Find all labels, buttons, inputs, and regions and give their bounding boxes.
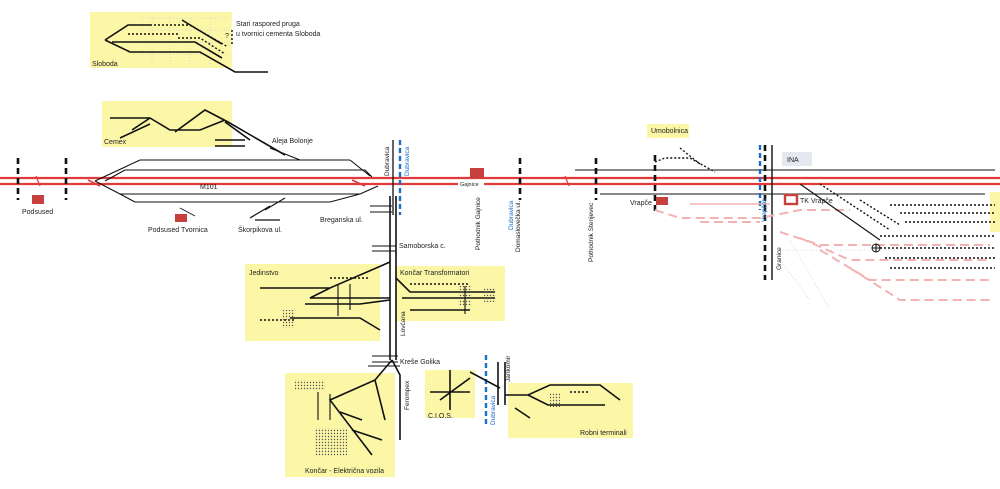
label-ina: INA (787, 157, 799, 164)
koncar-transformatori-yard (395, 277, 496, 314)
cemex-yard (110, 109, 286, 156)
label-robni-terminali: Robni terminali (580, 430, 627, 437)
cios-yard (430, 370, 471, 410)
southern-branch (368, 196, 401, 440)
label-umobolnica: Umobolnica (651, 128, 688, 135)
label-koncar-transformatori: Končar Transformatori (400, 270, 470, 277)
label-m101: M101 (200, 184, 218, 191)
zone-koncar-elektricna (285, 373, 395, 477)
robni-terminali-yard (469, 362, 621, 419)
label-podsused: Podsused (22, 209, 53, 216)
label-cios: C.I.O.S. (428, 413, 453, 420)
label-vrapce: Vrapče (630, 200, 652, 207)
label-dubravica-3: Dubravica (490, 395, 497, 425)
stations (32, 168, 799, 222)
main-line-m101 (0, 147, 1000, 221)
labels: Sloboda Stari raspored pruga u tvornici … (22, 21, 833, 475)
label-tk-vrapce: TK Vrapče (800, 198, 833, 205)
label-skorpikova: Škorpikova ul. (238, 225, 282, 234)
label-breganska: Breganska ul. (320, 217, 363, 224)
label-gajnice: Gajnice (460, 182, 479, 188)
vrapce-yard-sidings (799, 183, 995, 269)
label-question: ? (225, 33, 229, 40)
label-podsused-tvornica: Podsused Tvornica (148, 227, 208, 234)
zone-ina (782, 152, 812, 166)
loading-area-elektricna-b (315, 428, 347, 456)
label-granice: Granice (776, 247, 783, 270)
loading-area-robni (550, 393, 560, 407)
label-domaslovecka: Domaslovečka ul. (515, 201, 522, 252)
zone-right-edge (990, 192, 1000, 232)
loading-area-jedinstvo (283, 310, 295, 328)
label-jedinstvo: Jedinstvo (249, 270, 279, 277)
station-podsused-tvornica (175, 214, 187, 222)
label-krese-golika: Kreše Golika (400, 359, 440, 366)
station-podsused (32, 195, 44, 204)
jedinstvo-yard (260, 261, 391, 331)
label-aleja-bolonje: Aleja Bolonje (272, 138, 313, 145)
zone-sloboda (90, 12, 232, 68)
koncar-elektricna-yard (295, 379, 386, 456)
loading-area-elektricna-a (295, 380, 325, 390)
label-samoborska: Samoborska c. (399, 243, 446, 250)
label-dubravica-2: Dubravica (508, 200, 515, 230)
label-sloboda-note-2: u tvornici cementa Sloboda (236, 31, 321, 38)
label-dubravica-1: Dubravica (384, 146, 391, 176)
label-lovcana: Lovćana (400, 311, 407, 336)
label-dubravica-1b: Dubravica (404, 146, 411, 176)
station-gajnice (470, 168, 484, 178)
label-pothodnik-stenjevec: Pothodnik Stenjevec (588, 202, 595, 262)
sloboda-yard (104, 17, 268, 73)
zone-cemex (102, 101, 232, 147)
signal-markers (16, 140, 773, 425)
label-pothodnik-gajnice: Pothodnik Gajnice (475, 197, 482, 250)
station-tk-vrapce (783, 193, 799, 206)
label-koncar-elektricna: Končar - Električna vozila (305, 468, 384, 475)
station-vrapce (656, 197, 668, 205)
planned-tracks (654, 203, 990, 311)
label-ferompex: Ferompex (404, 380, 411, 410)
loading-area-transformatori-b (484, 288, 496, 302)
label-sloboda-note-1: Stari raspored pruga (236, 21, 300, 28)
label-sloboda: Sloboda (92, 61, 118, 68)
industrial-zones (90, 12, 1000, 477)
zone-umobolnica (647, 124, 689, 138)
loading-area-transformatori-a (458, 286, 472, 306)
label-vrapcak: Vrapčak (761, 198, 768, 222)
gajnice-label-box (458, 180, 484, 188)
label-cemex: Cemex (104, 139, 127, 146)
label-jankomir: Jankomir (505, 355, 512, 382)
